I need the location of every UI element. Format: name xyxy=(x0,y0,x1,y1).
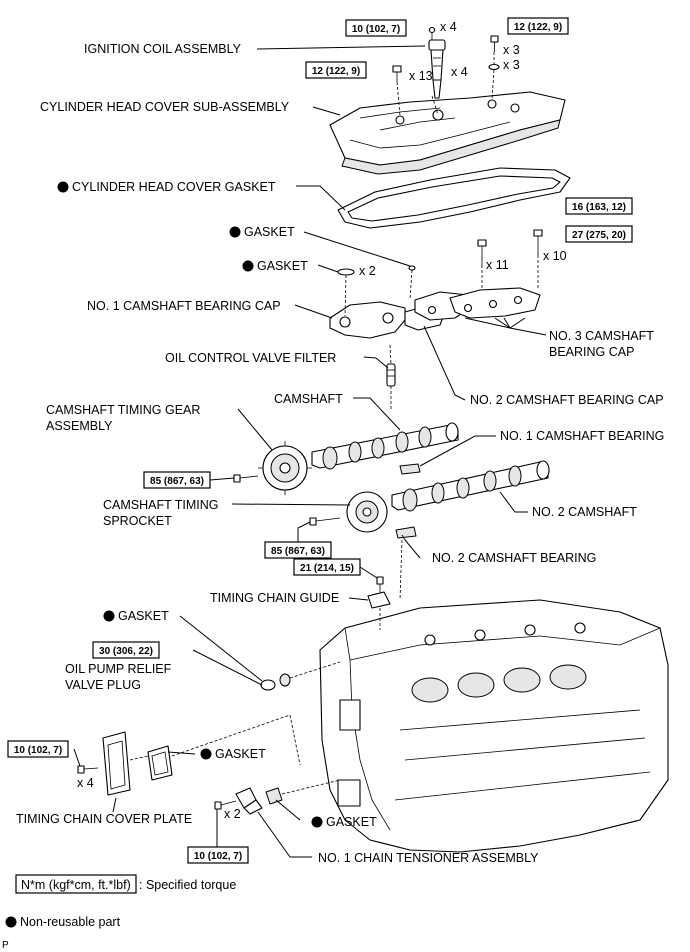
label-cover-plate: TIMING CHAIN COVER PLATE xyxy=(16,812,192,826)
torque-guide: 21 (214, 15) xyxy=(300,563,354,574)
leader-lines xyxy=(73,45,547,858)
no1-camshaft-bearing-drawing xyxy=(399,463,421,475)
bearing-cap-bolts-drawing xyxy=(477,229,543,265)
torque-coil-box: 10 (102, 7) xyxy=(345,19,407,37)
labels: IGNITION COIL ASSEMBLY CYLINDER HEAD COV… xyxy=(16,42,664,865)
plate-gasket-drawing xyxy=(147,745,173,781)
qty-cap27: x 10 xyxy=(543,249,567,263)
torque-sprocket: 85 (867, 63) xyxy=(271,546,325,557)
legend-torque-desc: : Specified torque xyxy=(139,878,236,892)
chain-tensioner-drawing xyxy=(214,787,283,815)
label-no3-bearing-cap-2: BEARING CAP xyxy=(549,345,634,359)
qty-coil-bolt: x 4 xyxy=(440,20,457,34)
torque-plate-box: 10 (102, 7) xyxy=(7,740,69,758)
label-timing-sprocket-1: CAMSHAFT TIMING xyxy=(103,498,219,512)
legend-torque-box xyxy=(15,874,137,894)
qty-cap16: x 11 xyxy=(486,258,509,272)
nonreusable-dot xyxy=(242,260,254,272)
timing-sprocket-drawing xyxy=(346,491,388,533)
torque-cap16: 16 (163, 12) xyxy=(572,202,626,213)
torque-cap16-box: 16 (163, 12) xyxy=(565,197,633,215)
quantities: x 4 x 4 x 3 x 3 x 13 x 2 x 11 x 10 x 4 x… xyxy=(77,20,567,821)
label-camshaft: CAMSHAFT xyxy=(274,392,343,406)
no2-camshaft-drawing xyxy=(391,460,550,512)
torque-coil: 10 (102, 7) xyxy=(352,24,400,35)
label-gasket-4: GASKET xyxy=(215,747,266,761)
torque-cover-bolt-box: 12 (122, 9) xyxy=(305,61,367,79)
nonreusable-dot xyxy=(200,748,212,760)
torque-sprocket-box: 85 (867, 63) xyxy=(264,541,332,559)
head-cover-gasket-drawing xyxy=(337,167,571,229)
label-relief-plug-2: VALVE PLUG xyxy=(65,678,141,692)
torque-plate: 10 (102, 7) xyxy=(14,745,62,756)
label-no1-camshaft-bearing: NO. 1 CAMSHAFT BEARING xyxy=(500,429,664,443)
label-gasket-3: GASKET xyxy=(118,609,169,623)
small-gaskets-drawing xyxy=(337,265,416,276)
timing-chain-guide-drawing xyxy=(367,576,391,609)
torque-guide-box: 21 (214, 15) xyxy=(293,558,361,576)
label-gasket-2: GASKET xyxy=(257,259,308,273)
legend-nonreusable-dot xyxy=(5,916,17,928)
label-cylinder-head-cover-gasket: CYLINDER HEAD COVER GASKET xyxy=(72,180,276,194)
label-ignition-coil: IGNITION COIL ASSEMBLY xyxy=(84,42,242,56)
torque-cap27-box: 27 (275, 20) xyxy=(565,225,633,243)
nonreusable-dot xyxy=(229,226,241,238)
cylinder-head-drawing xyxy=(319,599,669,853)
no2-camshaft-bearing-drawing xyxy=(395,526,417,539)
legend-nonreusable: Non-reusable part xyxy=(20,915,121,929)
label-timing-gear-2: ASSEMBLY xyxy=(46,419,113,433)
torque-tensioner-box: 10 (102, 7) xyxy=(187,846,249,864)
no3-bearing-caps-drawing xyxy=(449,287,541,319)
torque-cap27: 27 (275, 20) xyxy=(572,230,626,241)
label-no3-bearing-cap-1: NO. 3 CAMSHAFT xyxy=(549,329,654,343)
torque-cover-nut: 12 (122, 9) xyxy=(514,22,562,33)
qty-tensioner: x 2 xyxy=(224,807,241,821)
label-no2-camshaft-bearing: NO. 2 CAMSHAFT BEARING xyxy=(432,551,596,565)
qty-coil: x 4 xyxy=(451,65,468,79)
label-timing-gear-1: CAMSHAFT TIMING GEAR xyxy=(46,403,200,417)
nonreusable-dot xyxy=(57,181,69,193)
label-gasket-5: GASKET xyxy=(326,815,377,829)
label-cylinder-head-cover: CYLINDER HEAD COVER SUB-ASSEMBLY xyxy=(40,100,290,114)
torque-relief-box: 30 (306, 22) xyxy=(92,641,160,659)
timing-gear-drawing xyxy=(258,441,312,495)
qty-plate: x 4 xyxy=(77,776,94,790)
cylinder-head-cover-drawing xyxy=(329,91,566,175)
torque-cover-nut-box: 12 (122, 9) xyxy=(507,17,569,35)
label-relief-plug-1: OIL PUMP RELIEF xyxy=(65,662,172,676)
relief-valve-plug-drawing xyxy=(260,673,291,691)
torque-cover-bolt: 12 (122, 9) xyxy=(312,66,360,77)
torque-tensioner: 10 (102, 7) xyxy=(194,851,242,862)
nonreusable-dot xyxy=(311,816,323,828)
label-ocv-filter: OIL CONTROL VALVE FILTER xyxy=(165,351,336,365)
label-no1-bearing-cap: NO. 1 CAMSHAFT BEARING CAP xyxy=(87,299,281,313)
qty-gasket: x 2 xyxy=(359,264,376,278)
cover-fasteners-drawing xyxy=(392,35,500,82)
nonreusable-dot xyxy=(103,610,115,622)
alignment-lines xyxy=(129,52,539,795)
torque-boxes: 10 (102, 7) 12 (122, 9) 12 (122, 9) 16 (… xyxy=(7,17,633,864)
ignition-coil-drawing xyxy=(428,26,446,99)
legend-torque-units: N*m (kgf*cm, ft.*lbf) xyxy=(21,878,131,892)
corner-mark: P xyxy=(2,940,9,951)
ocv-filter-drawing xyxy=(386,363,396,387)
qty-cover-bolt: x 13 xyxy=(409,69,433,83)
label-no2-bearing-cap: NO. 2 CAMSHAFT BEARING CAP xyxy=(470,393,664,407)
torque-gear-box: 85 (867, 63) xyxy=(143,471,211,489)
label-timing-chain-guide: TIMING CHAIN GUIDE xyxy=(210,591,339,605)
camshaft-drawing xyxy=(311,422,459,470)
label-timing-sprocket-2: SPROCKET xyxy=(103,514,172,528)
label-chain-tensioner: NO. 1 CHAIN TENSIONER ASSEMBLY xyxy=(318,851,539,865)
legend: N*m (kgf*cm, ft.*lbf) : Specified torque… xyxy=(2,874,236,951)
cover-plate-drawing xyxy=(77,731,131,796)
label-gasket-1: GASKET xyxy=(244,225,295,239)
qty-nut: x 3 xyxy=(503,43,520,57)
qty-washer: x 3 xyxy=(503,58,520,72)
label-no2-camshaft: NO. 2 CAMSHAFT xyxy=(532,505,637,519)
torque-relief: 30 (306, 22) xyxy=(99,646,153,657)
torque-gear: 85 (867, 63) xyxy=(150,476,204,487)
